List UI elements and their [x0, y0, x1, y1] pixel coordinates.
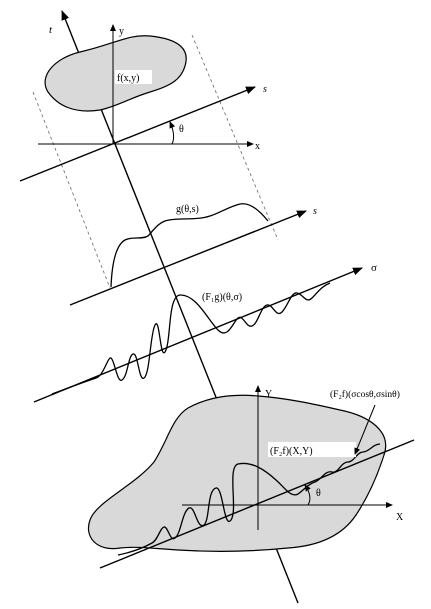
theta-arc-bottom	[304, 484, 311, 506]
theta-top-label: θ	[179, 124, 184, 135]
f-xy-label-box	[115, 70, 152, 84]
f-xy-label: f(x,y)	[117, 73, 140, 84]
sigma-axis-label: σ	[371, 262, 377, 274]
theta-bottom-label: θ	[316, 488, 321, 499]
F2f-XY-label: (F₂f)(X,Y)	[270, 446, 313, 457]
s-axis-top-label: s	[263, 84, 267, 95]
s-axis-middle	[69, 210, 307, 306]
y-axis-top-label: y	[119, 26, 124, 37]
projection-guide-right	[191, 34, 279, 241]
s-axis-top	[19, 86, 256, 182]
X-axis-label: X	[396, 512, 404, 523]
F2f-slice-pointer	[354, 404, 376, 455]
s-axis-middle-label: s	[313, 206, 317, 217]
sigma-axis	[33, 267, 363, 403]
central-slice-line	[99, 439, 415, 569]
theta-arc-top	[169, 121, 176, 145]
Y-axis-label: Y	[265, 389, 272, 400]
F2f-slice-expression-label: (F₂f)(σcosθ,σsinθ)	[330, 389, 400, 400]
t-axis-label: t	[49, 24, 53, 36]
g-theta-s-label: g(θ,s)	[176, 204, 199, 215]
x-axis-top-label: x	[255, 141, 260, 152]
F2f-XY-label-box	[268, 442, 356, 457]
fourier-1d-curve	[51, 282, 331, 395]
projection-curve-g	[110, 203, 269, 288]
fourier-2d-region	[87, 394, 387, 552]
projection-guide-left	[32, 91, 111, 289]
central-slice-curve	[117, 443, 381, 556]
f1g-label: (F₁g)(θ,σ)	[202, 292, 242, 303]
